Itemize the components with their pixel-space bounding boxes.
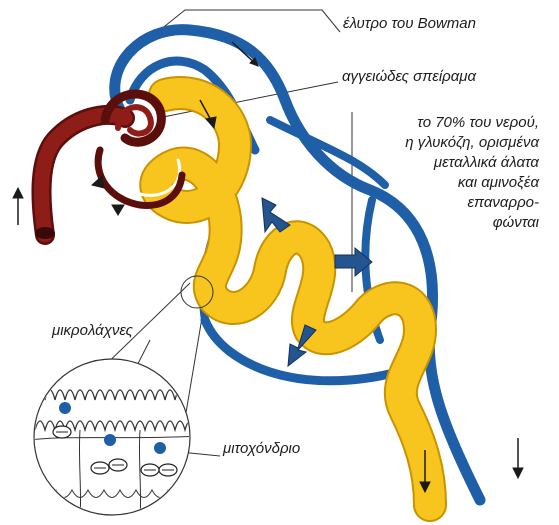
label-bowman-capsule: έλυτρο του Bowman <box>343 14 476 34</box>
label-reabsorption-line: επαναρρο- <box>319 193 539 213</box>
nucleus-2 <box>104 434 116 446</box>
nucleus-1 <box>59 402 71 414</box>
label-glomerulus: αγγειώδες σπείραμα <box>342 67 476 87</box>
microvilli-inset <box>30 359 200 520</box>
flow-arrow-right-vessel <box>513 438 523 478</box>
label-reabsorption-line: το 70% του νερού, <box>319 113 539 133</box>
label-reabsorption-line: η γλυκόζη, ορισμένα <box>319 133 539 153</box>
nucleus-3 <box>154 442 166 454</box>
label-reabsorption-line: και αμινοξέα <box>319 173 539 193</box>
label-reabsorption-line: φώνται <box>319 213 539 233</box>
arteriole <box>35 115 125 239</box>
flow-arrow-afferent <box>13 188 23 225</box>
label-reabsorption-line: μεταλλικά άλατα <box>319 153 539 173</box>
flow-arrow-inner-bottom <box>112 205 124 215</box>
label-reabsorption: το 70% του νερού, η γλυκόζη, ορισμένα με… <box>319 113 539 233</box>
label-microvilli: μικρολάχνες <box>52 321 133 341</box>
label-mitochondrion: μιτοχόνδριο <box>223 439 300 459</box>
reabsorb-arrow-1 <box>262 198 290 232</box>
arteriole-opening <box>35 227 55 239</box>
